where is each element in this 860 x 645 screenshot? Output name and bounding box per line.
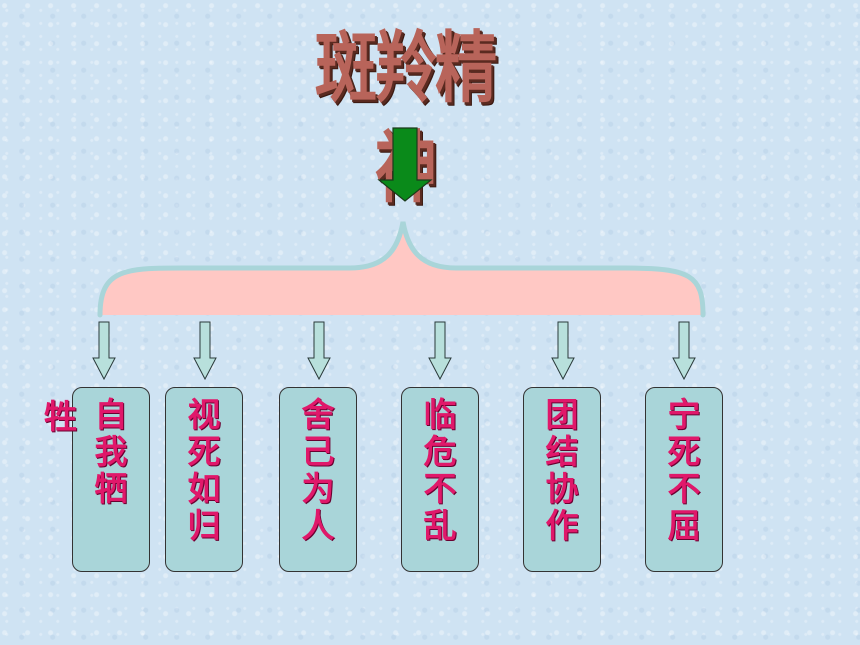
quality-char: 危 [423,432,457,471]
quality-text: 临危不乱 [402,396,478,544]
quality-box: 团结协作 [523,387,601,572]
quality-char: 如 [187,469,221,508]
down-arrow-icon [428,321,452,381]
down-arrow-icon [672,321,696,381]
quality-char: 不 [667,469,701,508]
quality-char: 不 [423,469,457,508]
quality-box: 舍己为人 [279,387,357,572]
down-arrow-icon [193,321,217,381]
quality-text: 视死如归 [166,396,242,544]
quality-char: 团 [545,395,579,434]
quality-text: 舍己为人 [280,396,356,544]
quality-char: 归 [187,506,221,545]
quality-char: 视 [187,395,221,434]
quality-text: 宁死不屈 [646,396,722,544]
overflow-char: 牲 [44,397,77,436]
quality-char: 宁 [667,395,701,434]
quality-char: 人 [301,506,335,545]
quality-char: 牺 [94,469,128,508]
quality-box: 临危不乱 [401,387,479,572]
quality-char: 临 [423,395,457,434]
quality-box: 视死如归 [165,387,243,572]
quality-char: 舍 [301,395,335,434]
curly-brace [100,222,703,315]
quality-box: 宁死不屈 [645,387,723,572]
quality-char: 死 [187,432,221,471]
quality-box: 自我牺 [72,387,150,572]
curly-brace-outline [97,221,706,318]
quality-char: 乱 [423,506,457,545]
down-arrow-icon [551,321,575,381]
down-arrow-icon [92,321,116,381]
quality-text: 自我牺 [73,396,149,507]
small-arrows [92,321,696,381]
quality-char: 为 [301,469,335,508]
quality-char: 屈 [667,506,701,545]
quality-char: 自 [94,395,128,434]
quality-char: 死 [667,432,701,471]
quality-char: 结 [545,432,579,471]
quality-text: 团结协作 [524,396,600,544]
quality-char: 协 [545,469,579,508]
quality-char: 己 [301,432,335,471]
down-arrow-icon [307,321,331,381]
quality-char: 我 [94,432,128,471]
main-down-arrow-icon [377,127,433,202]
quality-char: 作 [545,506,579,545]
